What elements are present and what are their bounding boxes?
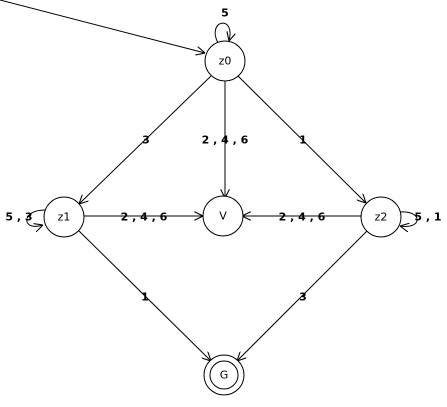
node-z0-circle (204, 40, 246, 82)
edge-z0-z0: 5 (214, 7, 230, 44)
edge-label-z0-z1: 3 (142, 134, 150, 147)
node-z2: z2 (360, 196, 402, 238)
edge-label-z0-v: 2 , 4 , 6 (202, 134, 249, 147)
edge-z0-z1: 3 (79, 75, 212, 204)
self-loop-z2 (398, 211, 418, 227)
node-z2-circle (360, 196, 402, 238)
edge-z2-v: 2 , 4 , 6 (242, 211, 361, 224)
edge-label-z0-z0: 5 (221, 7, 229, 20)
node-v-circle (202, 195, 244, 237)
node-z0-label: z0 (219, 55, 232, 68)
edge-label-z2-v: 2 , 4 , 6 (279, 211, 326, 224)
edge-z1-g: 1 (77, 229, 211, 361)
self-loop-z1 (26, 209, 46, 226)
node-z1-circle (43, 196, 85, 238)
node-z2-label: z2 (375, 211, 388, 224)
self-loop-z0 (214, 22, 230, 44)
initial-state-arrow (0, 0, 205, 53)
node-z1-label: z1 (58, 211, 71, 224)
edge-line-z1-g (77, 229, 211, 361)
node-g-label: G (220, 369, 229, 382)
node-g-inner-circle (209, 360, 239, 390)
edge-label-z1-v: 2 , 4 , 6 (121, 211, 168, 224)
node-g: G (203, 354, 245, 396)
node-z0: z0 (204, 40, 246, 82)
edge-z2-z2: 5 , 1 (398, 211, 442, 227)
edge-label-z1-g: 1 (141, 291, 149, 304)
edge-label-z2-z2: 5 , 1 (414, 211, 441, 224)
edge-z1-z1: 5 , 3 (5, 209, 46, 226)
node-v: V (202, 195, 244, 237)
edge-label-z1-z1: 5 , 3 (5, 211, 32, 224)
edge-z0-z2: 1 (237, 75, 366, 203)
edge-label-z2-g: 3 (299, 291, 307, 304)
node-v-label: V (219, 210, 227, 223)
edge-z0-v: 2 , 4 , 6 (202, 80, 249, 198)
edge-z2-g: 3 (237, 229, 369, 361)
edge-line-z2-g (237, 229, 369, 361)
edge-line-z0-z1 (79, 75, 212, 204)
edge-label-z0-z2: 1 (299, 134, 307, 147)
edge-line-z0-z2 (237, 75, 366, 203)
node-z1: z1 (43, 196, 85, 238)
edge-z1-v: 2 , 4 , 6 (84, 211, 203, 224)
